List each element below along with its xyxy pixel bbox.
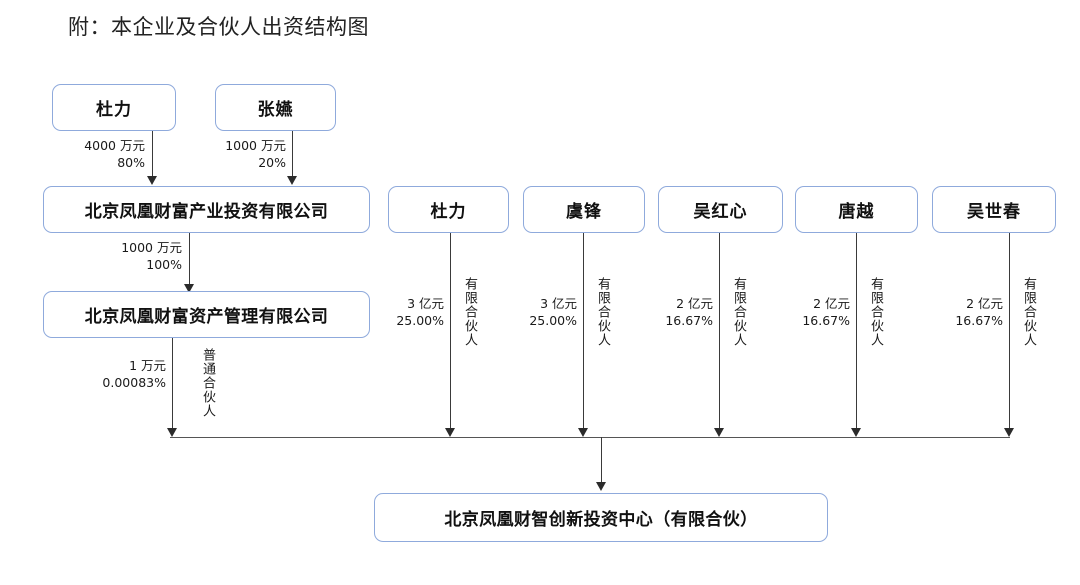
edge-amount: 1000 万元 [225,138,286,153]
edge-percent: 0.00083% [102,375,166,390]
edge-percent: 16.67% [955,313,1003,328]
edge-amount: 1 万元 [129,358,166,373]
connector-company2-to-target [172,338,173,434]
connector-bus-to-target [601,437,602,487]
arrowhead-duli-to-company1 [147,176,157,185]
edge-label-partner-duli: 3 亿元 25.00% [346,295,444,329]
edge-amount: 4000 万元 [84,138,145,153]
connector-partner-yufeng-to-bus [583,233,584,434]
edge-percent: 16.67% [665,313,713,328]
edge-role-partner-duli: 有限合伙人 [462,277,477,347]
edge-label-company1-to-company2: 1000 万元 100% [86,239,182,273]
edge-amount: 2 亿元 [813,296,850,311]
arrowhead-company1-to-company2 [184,284,194,293]
arrowhead-zhangyan-to-company1 [287,176,297,185]
arrowhead-bus-to-target [596,482,606,491]
edge-role-general-partner: 普通合伙人 [200,348,215,418]
page-title: 附：本企业及合伙人出资结构图 [68,15,369,39]
node-shareholder-duli[interactable]: 杜力 [52,84,176,131]
edge-percent: 25.00% [529,313,577,328]
edge-amount: 3 亿元 [540,296,577,311]
edge-label-zhangyan-to-company1: 1000 万元 20% [190,137,286,171]
edge-label-partner-yufeng: 3 亿元 25.00% [479,295,577,329]
arrowhead-company2-to-bus [167,428,177,437]
edge-percent: 16.67% [802,313,850,328]
edge-percent: 100% [146,257,182,272]
edge-amount: 2 亿元 [966,296,1003,311]
arrowhead-partner-wuhongxin [714,428,724,437]
edge-label-partner-tangyue: 2 亿元 16.67% [752,295,850,329]
edge-label-company2-to-target: 1 万元 0.00083% [66,357,166,391]
edge-percent: 80% [117,155,145,170]
node-partner-wuhongxin[interactable]: 吴红心 [658,186,783,233]
arrowhead-partner-wushichun [1004,428,1014,437]
connector-partner-wushichun-to-bus [1009,233,1010,434]
edge-role-partner-wushichun: 有限合伙人 [1021,277,1036,347]
edge-role-partner-yufeng: 有限合伙人 [595,277,610,347]
node-partner-duli[interactable]: 杜力 [388,186,509,233]
edge-amount: 2 亿元 [676,296,713,311]
connector-partner-wuhongxin-to-bus [719,233,720,434]
connector-partner-duli-to-bus [450,233,451,434]
node-partner-wushichun[interactable]: 吴世春 [932,186,1056,233]
edge-role-partner-tangyue: 有限合伙人 [868,277,883,347]
arrowhead-partner-yufeng [578,428,588,437]
node-partner-tangyue[interactable]: 唐越 [795,186,918,233]
node-partner-yufeng[interactable]: 虞锋 [523,186,645,233]
edge-amount: 3 亿元 [407,296,444,311]
bus-line-collector [170,437,1010,438]
node-target-phoenix-caizhi-innovation[interactable]: 北京凤凰财智创新投资中心（有限合伙） [374,493,828,542]
edge-label-duli-to-company1: 4000 万元 80% [45,137,145,171]
edge-label-partner-wuhongxin: 2 亿元 16.67% [615,295,713,329]
edge-percent: 25.00% [396,313,444,328]
edge-label-partner-wushichun: 2 亿元 16.67% [905,295,1003,329]
node-company-phoenix-asset-management[interactable]: 北京凤凰财富资产管理有限公司 [43,291,370,338]
connector-duli-to-company1 [152,131,153,178]
edge-percent: 20% [258,155,286,170]
connector-partner-tangyue-to-bus [856,233,857,434]
arrowhead-partner-tangyue [851,428,861,437]
node-company-phoenix-industrial-investment[interactable]: 北京凤凰财富产业投资有限公司 [43,186,370,233]
arrowhead-partner-duli [445,428,455,437]
connector-company1-to-company2 [189,233,190,287]
edge-role-partner-wuhongxin: 有限合伙人 [731,277,746,347]
edge-amount: 1000 万元 [121,240,182,255]
node-shareholder-zhangyan[interactable]: 张嬿 [215,84,336,131]
connector-zhangyan-to-company1 [292,131,293,178]
